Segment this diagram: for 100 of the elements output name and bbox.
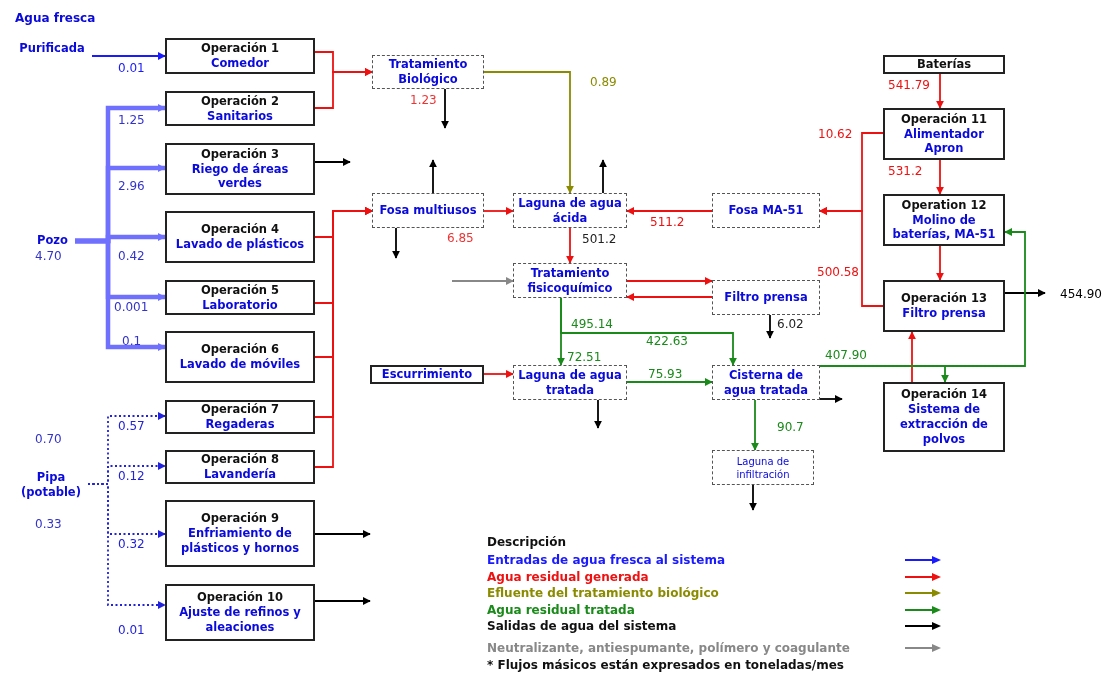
arrow (594, 399, 602, 429)
arrow (451, 277, 514, 285)
box-text: Filtro prensa (724, 290, 808, 305)
box-text: Laguna de agua tratada (517, 367, 623, 398)
flow-value: 541.79 (888, 79, 930, 91)
box-heading: Operación 5 (200, 282, 280, 298)
box-heading: Operación 10 (196, 590, 284, 606)
arrow (766, 314, 774, 339)
flow-value: 0.12 (118, 470, 145, 482)
source-text: Purificada (12, 40, 92, 56)
process-box (883, 55, 1005, 74)
box-heading: Operación 8 (200, 452, 280, 467)
box-heading: Operación 9 (200, 511, 280, 527)
arrow (749, 484, 757, 511)
arrow (599, 159, 607, 194)
legend-text: Neutralizante, antiespumante, polímero y coagulante (487, 640, 851, 655)
treatment-box (372, 193, 484, 228)
box-heading: Operación 1 (200, 41, 280, 56)
process-box (165, 584, 315, 641)
arrow (626, 277, 713, 285)
box-text: Lavandería (203, 467, 277, 482)
process-box (370, 365, 484, 384)
box-text: Escurrimiento (381, 367, 473, 382)
arrow (483, 370, 514, 378)
arrow (560, 297, 737, 366)
process-box (883, 382, 1005, 452)
arrow (626, 207, 713, 215)
legend-text: Efluente del tratamiento biológico (487, 586, 720, 601)
box-text: Baterías (916, 57, 971, 72)
flow-value: 454.90 (1060, 288, 1102, 300)
process-box (165, 280, 315, 315)
flow-value: 1.23 (410, 94, 437, 106)
treatment-box (712, 193, 820, 228)
box-text: Lavado de plásticos (174, 237, 306, 252)
arrow (314, 158, 351, 166)
flow-value: 422.63 (646, 335, 688, 347)
box-text: Comedor (210, 56, 270, 71)
legend-text: Entradas de agua fresca al sistema (487, 553, 726, 568)
flow-value: 6.02 (777, 318, 804, 330)
box-text: Tratamiento fisicoquímico (526, 265, 614, 296)
arrow (75, 238, 166, 351)
box-text: Sistema de extracción de polvos (899, 402, 989, 447)
flow-value: 501.2 (582, 233, 617, 245)
arrow (91, 52, 166, 60)
flow-value: 500.58 (817, 266, 859, 278)
flow-value: 0.70 (35, 433, 62, 445)
treatment-box (513, 263, 627, 298)
flow-value: 6.85 (447, 232, 474, 244)
arrow (314, 68, 373, 109)
process-box (165, 211, 315, 263)
box-text: Riego de áreas verdes (190, 161, 290, 192)
arrow (626, 378, 713, 386)
arrow (87, 483, 166, 609)
box-heading: Operación 2 (200, 93, 280, 109)
section-heading: Agua fresca (15, 12, 96, 24)
process-box (165, 500, 315, 567)
arrow (1004, 289, 1046, 297)
flow-value: 0.01 (118, 624, 145, 636)
flow-value: 531.2 (888, 165, 923, 177)
flow-value: 495.14 (571, 318, 613, 330)
legend-title: Descripción (487, 536, 566, 548)
arrow (751, 399, 759, 451)
flow-value: 4.70 (35, 250, 62, 262)
flow-value: 72.51 (567, 351, 602, 363)
arrow (314, 530, 371, 538)
legend-text: Salidas de agua del sistema (487, 619, 678, 634)
arrow (908, 331, 916, 383)
box-heading: Operación 4 (200, 222, 280, 237)
flow-value: 407.90 (825, 349, 867, 361)
box-heading: Operación 7 (200, 402, 280, 417)
box-heading: Operation 12 (901, 197, 987, 213)
box-text: Laboratorio (201, 297, 279, 313)
process-box (165, 400, 315, 434)
process-box (165, 91, 315, 126)
box-text: Enfriamiento de plásticos y hornos (180, 526, 300, 556)
process-box (165, 450, 315, 484)
box-heading: Operación 6 (200, 342, 280, 357)
arrow (936, 159, 944, 195)
treatment-box (712, 280, 820, 315)
box-text: Molino de baterías, MA-51 (891, 212, 997, 243)
process-box (883, 108, 1005, 160)
arrow (819, 365, 949, 383)
process-box (165, 143, 315, 195)
arrow (936, 245, 944, 281)
arrow (441, 88, 449, 129)
arrow (392, 227, 400, 259)
flow-value: 0.57 (118, 420, 145, 432)
box-text: Regaderas (204, 417, 276, 432)
flow-value: 0.01 (118, 62, 145, 74)
box-text: Laguna de agua ácida (517, 195, 623, 226)
box-text: Lavado de móviles (178, 357, 302, 372)
flow-value: 2.96 (118, 180, 145, 192)
arrow (483, 207, 514, 215)
flow-value: 0.001 (114, 301, 149, 313)
flow-value: 0.89 (590, 76, 617, 88)
legend-text: Agua residual tratada (487, 602, 636, 617)
box-text: Tratamiento Biológico (387, 57, 469, 87)
arrow (626, 293, 713, 301)
treatment-box (712, 365, 820, 400)
source-text: Pipa (potable) (14, 468, 88, 502)
